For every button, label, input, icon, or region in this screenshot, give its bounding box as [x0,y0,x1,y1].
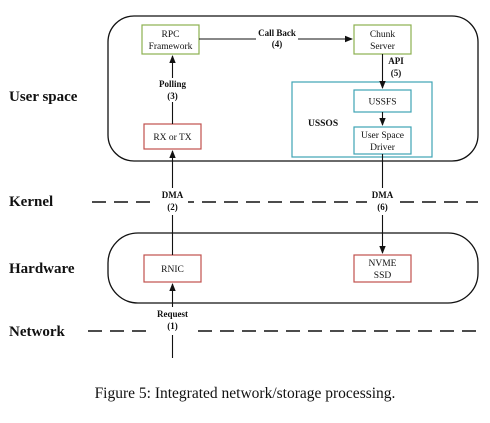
layer-label-hardware: Hardware [9,261,75,277]
rnic-box [143,254,202,283]
api-label-2: (5) [391,68,402,78]
rnic-label: RNIC [161,265,184,275]
dma6-label-2: (6) [377,202,388,212]
ussos-label: USSOS [308,119,338,129]
chunk-server-label-2: Server [370,42,396,52]
dma2-label-1: DMA [162,190,184,200]
request-label-bg [150,307,195,335]
user-space-region [107,15,479,162]
rx-tx-box [143,123,202,150]
request-label-1: Request [157,309,188,319]
rpc-framework-box [141,24,200,55]
layer-label-kernel: Kernel [9,194,53,210]
figure-caption: Figure 5: Integrated network/storage pro… [95,385,396,402]
callback-label-bg [256,27,298,51]
nvme-ssd-box [353,254,412,283]
hardware-region [107,232,479,304]
nvme-ssd-label-1: NVME [369,259,397,269]
dma6-label-bg [367,188,398,215]
dma2-label-bg [157,188,188,215]
ussos-region [291,81,433,158]
dma6-label-1: DMA [372,190,394,200]
callback-label-2: (4) [272,39,283,49]
polling-label-bg [155,78,191,102]
chunk-server-label-1: Chunk [370,30,396,40]
request-label-2: (1) [167,321,178,331]
callback-label-1: Call Back [258,28,296,38]
nvme-ssd-label-2: SSD [374,271,392,281]
dma2-label-2: (2) [167,202,178,212]
api-label-1: API [388,56,404,66]
polling-label-1: Polling [159,79,187,89]
user-space-driver-label-1: User Space [361,131,404,141]
rx-tx-label: RX or TX [153,133,191,143]
polling-label-2: (3) [167,91,178,101]
layer-label-network: Network [9,324,65,340]
rpc-framework-label-1: RPC [162,30,180,40]
ussfs-label: USSFS [369,98,397,108]
user-space-driver-label-2: Driver [370,143,396,153]
layer-label-user-space: User space [9,89,78,105]
rpc-framework-label-2: Framework [149,42,193,52]
